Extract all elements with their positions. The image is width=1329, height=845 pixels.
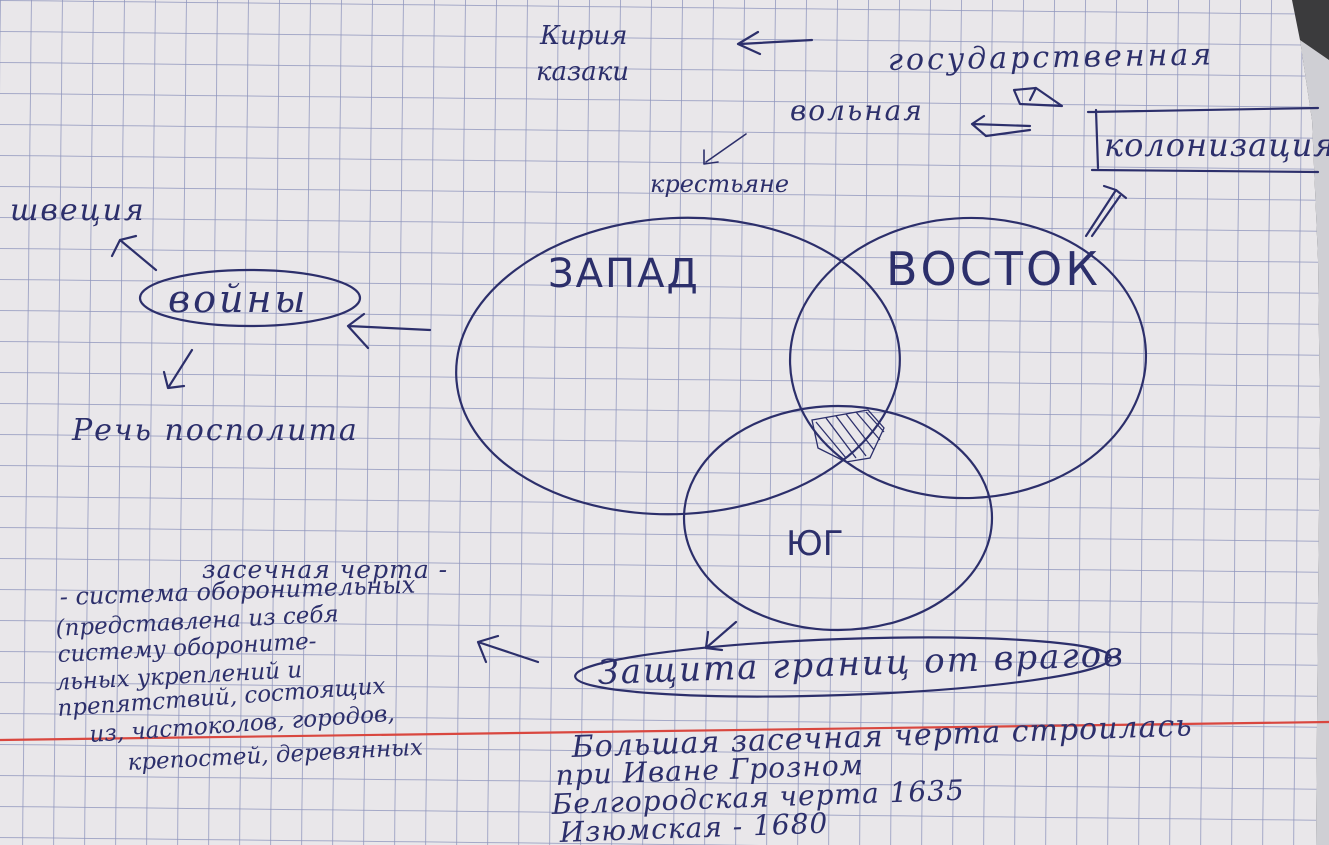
arrow-west-to-wars <box>346 312 432 350</box>
arrow-to-free <box>970 114 1032 138</box>
venn-label-west: ЗАПАД <box>548 251 700 297</box>
note-sweden: швеция <box>10 193 146 228</box>
note-poland: Речь посполита <box>71 413 359 448</box>
note-top-2: казаки <box>536 57 629 87</box>
venn-east-circle <box>788 216 1148 500</box>
note-peasants: крестьяне <box>650 170 789 198</box>
venn-west-circle <box>455 216 901 516</box>
margin-line <box>0 720 1329 742</box>
venn-label-south: ЮГ <box>786 524 843 564</box>
zasechnaya-title: засечная черта - <box>202 555 448 584</box>
venn-south-circle <box>682 404 994 632</box>
colonization-box <box>1086 106 1320 174</box>
note-free: вольная <box>790 94 924 127</box>
note-top-1: Кирия <box>539 21 627 51</box>
wars-ellipse <box>138 268 362 328</box>
note-colonization: колонизация <box>1104 126 1329 164</box>
note-wars: войны <box>168 277 308 321</box>
arrow-to-zasechnaya <box>476 634 540 664</box>
defense-ellipse <box>574 636 1112 698</box>
arrow-to-sweden <box>110 234 158 272</box>
arrow-to-poland <box>162 348 194 390</box>
venn-center-shading <box>811 409 885 463</box>
note-state: государственная <box>888 37 1215 78</box>
arrow-to-top-note <box>736 30 814 56</box>
arrow-to-peasants <box>703 133 747 165</box>
venn-label-east: ВОСТОК <box>886 242 1101 296</box>
arrow-from-east <box>1084 184 1128 238</box>
arrow-to-state <box>1012 86 1064 108</box>
